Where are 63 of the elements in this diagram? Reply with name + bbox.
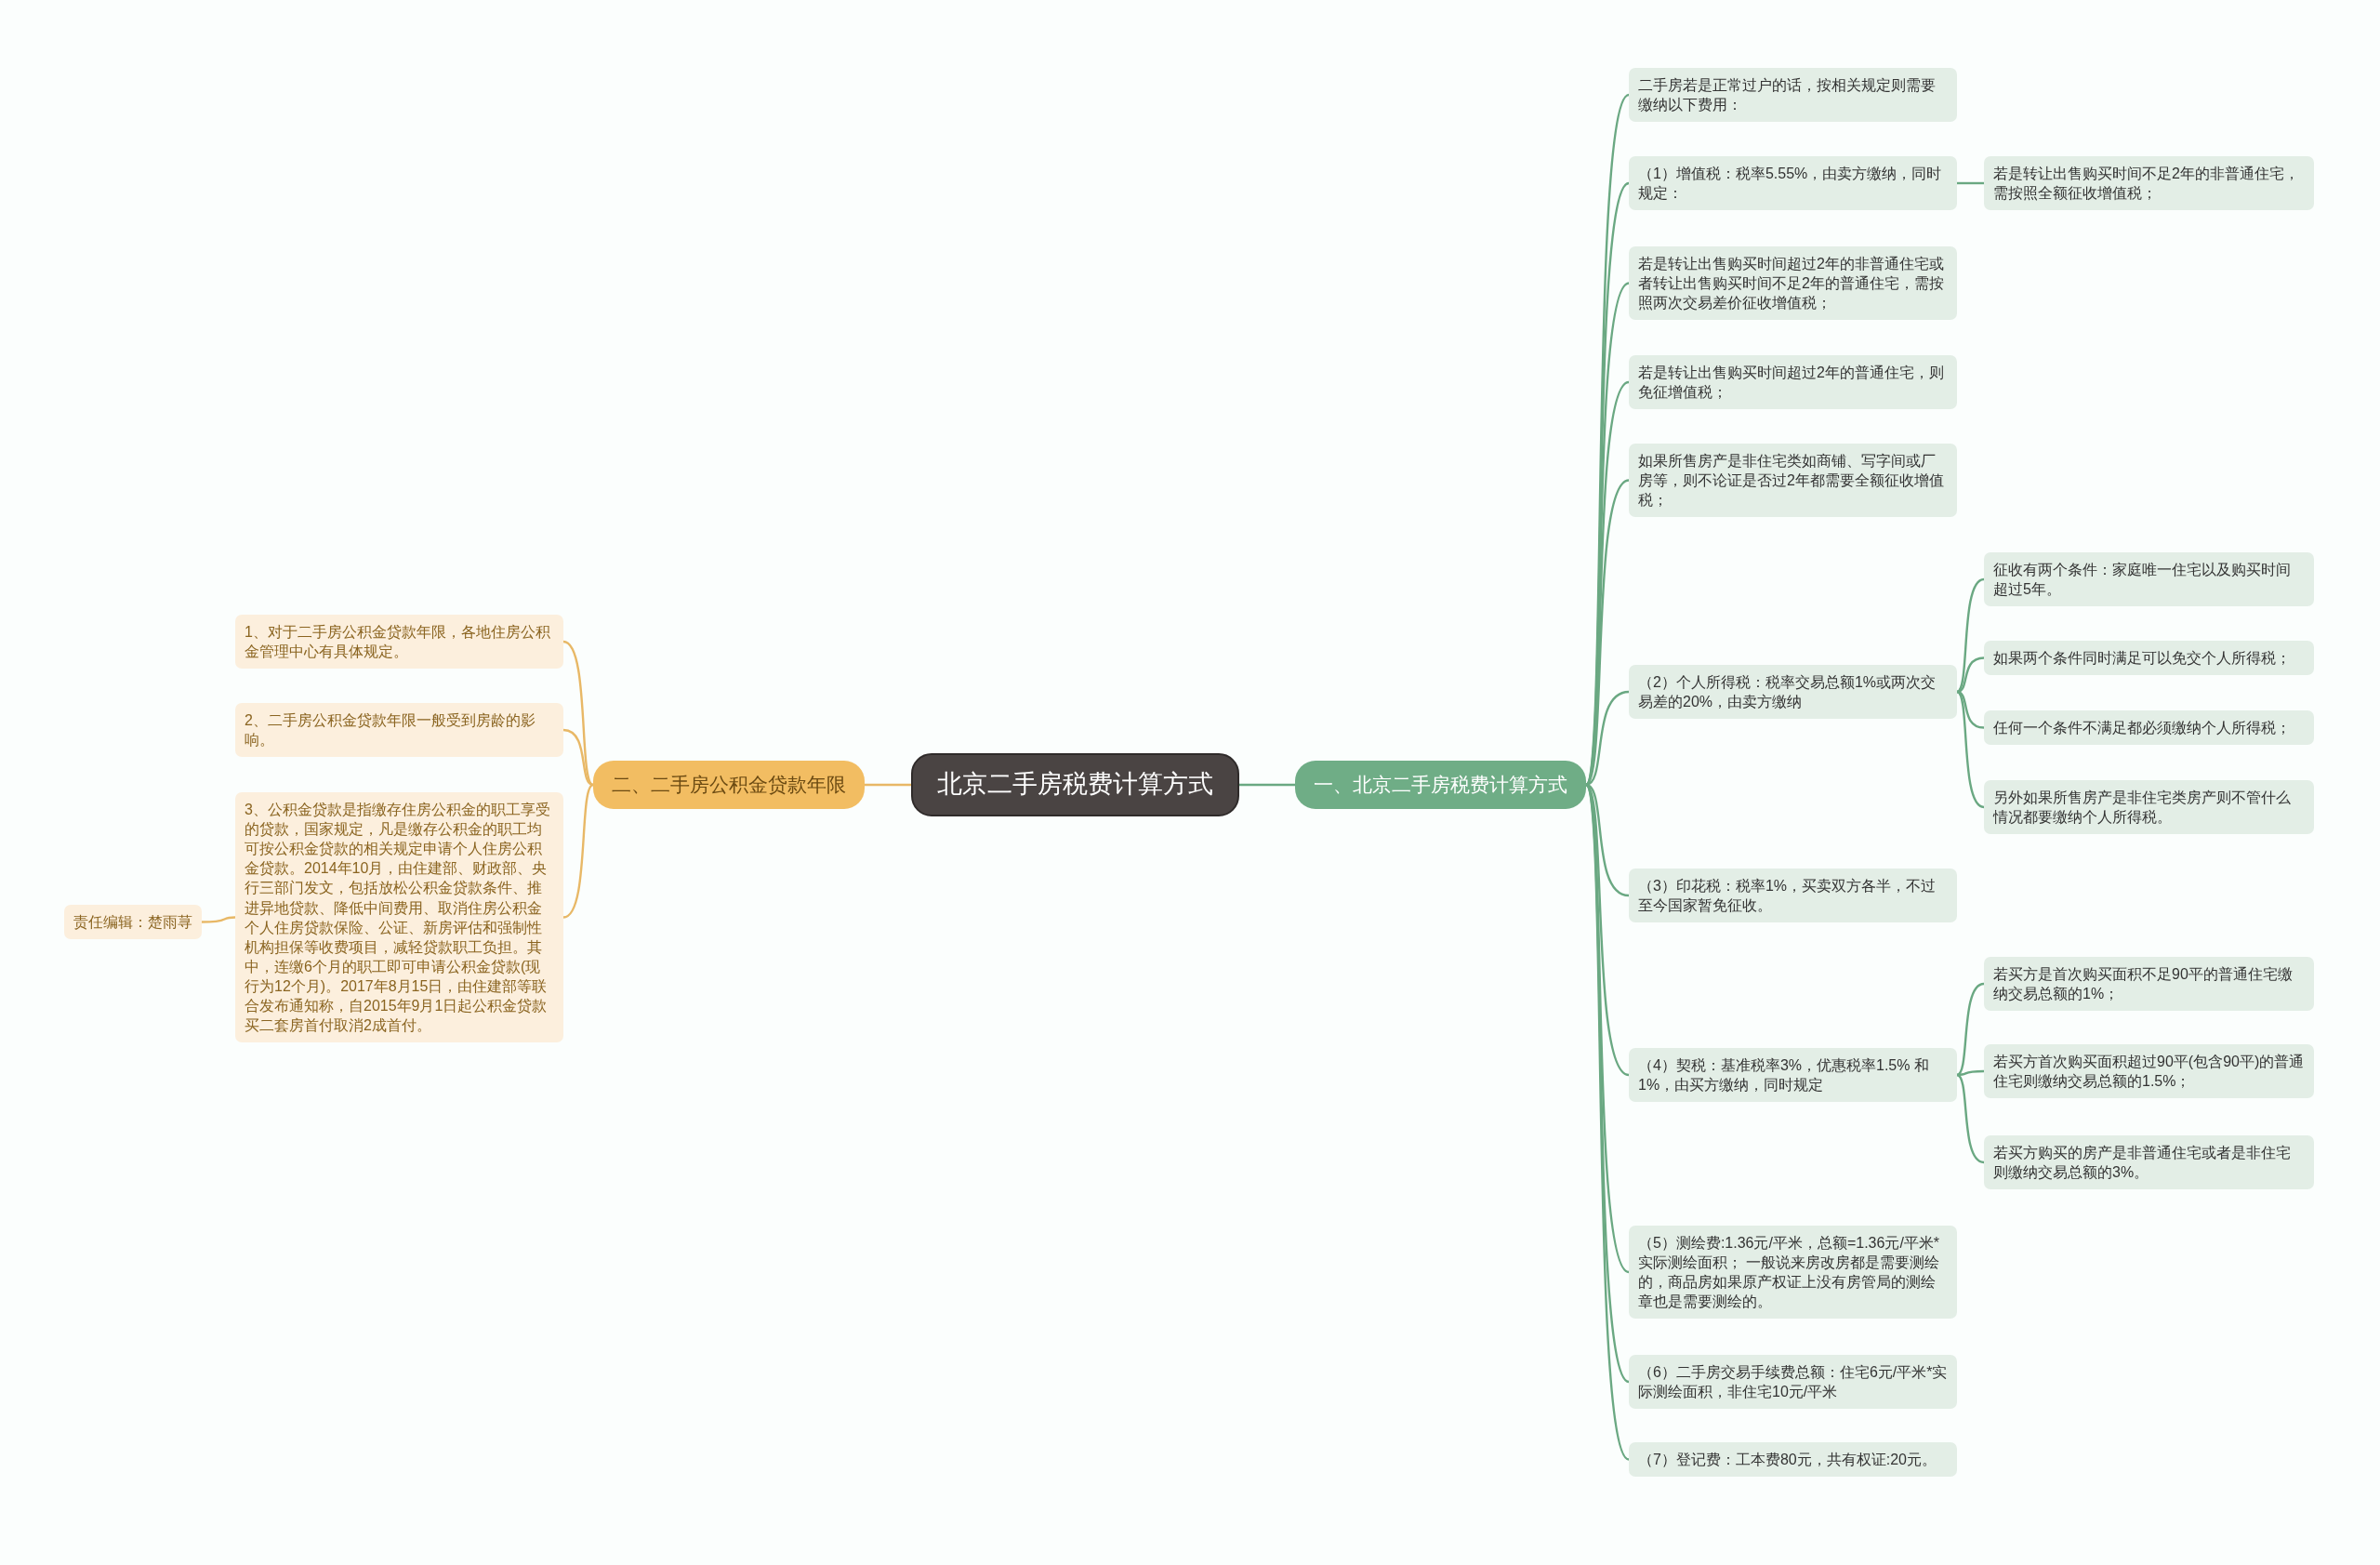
connector-line	[865, 783, 911, 787]
topic-text: 征收有两个条件：家庭唯一住宅以及购买时间超过5年。	[1993, 561, 2292, 600]
topic-box	[1629, 68, 1957, 123]
topic-text: 若是转让出售购买时间超过2年的普通住宅，则免征增值税；	[1638, 364, 1945, 403]
topic-box	[1629, 665, 1957, 720]
topic-text: 责任编辑：楚雨荨	[73, 913, 192, 932]
connector-line	[1956, 1073, 1985, 1164]
topic-box	[1629, 1048, 1957, 1103]
topic-text: 3、公积金贷款是指缴存住房公积金的职工享受的贷款，国家规定，凡是缴存公积金的职工均可按公积金贷款的相关规定申请个人住房公积金贷款。2014年10月，由住建部、财政部、央行三部门发文，包括放松公积金贷款条件、推进异地贷款、降低中间费用、取消住房公积金个人住房贷款保险、公证、新房评估和强制性机构担保等收费项目，减轻贷款职工负担。其中，连缴6个月的职工即可申请公积金贷款(现行为12个月)。2017年8月15日，由住建部等联合发布通知称，自2015年9月1日起公积金贷款买二套房首付取消2成首付。	[245, 801, 551, 1036]
topic-text: 若是转让出售购买时间超过2年的非普通住宅或者转让出售购买时间不足2年的普通住宅，需按照两次交易差价征收增值税；	[1638, 255, 1945, 313]
topic-box	[1984, 1044, 2314, 1099]
topic-box	[1984, 156, 2314, 211]
branch-topic	[593, 761, 865, 809]
topic-box	[1629, 869, 1957, 923]
topic-text: 北京二手房税费计算方式	[937, 769, 1213, 800]
topic-box	[64, 905, 202, 940]
topic-box	[1629, 1355, 1957, 1410]
connector-line	[562, 784, 594, 919]
connector-line	[1956, 982, 1985, 1077]
topic-box	[235, 615, 563, 670]
topic-box	[1984, 957, 2314, 1012]
connector-line	[562, 640, 594, 786]
topic-box	[1629, 246, 1957, 321]
topic-text: 2、二手房公积金贷款年限一般受到房龄的影响。	[245, 711, 536, 750]
topic-text: 任何一个条件不满足都必须缴纳个人所得税；	[1993, 719, 2292, 737]
central-topic	[911, 753, 1239, 816]
topic-box	[1984, 1135, 2314, 1190]
branch-topic	[1295, 761, 1586, 809]
connector-line	[562, 728, 594, 787]
connector-line	[1239, 783, 1295, 787]
topic-text: 另外如果所售房产是非住宅类房产则不管什么情况都要缴纳个人所得税。	[1993, 789, 2292, 828]
topic-text: （1）增值税：税率5.55%，由卖方缴纳，同时规定：	[1638, 165, 1943, 204]
topic-text: 1、对于二手房公积金贷款年限，各地住房公积金管理中心有具体规定。	[245, 623, 551, 662]
topic-text: 二、二手房公积金贷款年限	[612, 773, 846, 797]
topic-text: （5）测绘费:1.36元/平米，总额=1.36元/平米*实际测绘面积； 一般说来房改房都是需要测绘的，商品房如果原产权证上没有房管局的测绘章也是需要测绘的。	[1638, 1234, 1941, 1312]
topic-box	[1629, 1442, 1957, 1478]
topic-box	[1984, 641, 2314, 676]
topic-text: （7）登记费：工本费80元，共有权证:20元。	[1638, 1451, 1937, 1469]
connector-line	[1957, 181, 1984, 185]
connector-line	[1956, 577, 1985, 693]
topic-text: （6）二手房交易手续费总额：住宅6元/平米*实际测绘面积，非住宅10元/平米	[1638, 1363, 1948, 1402]
topic-box	[1629, 444, 1957, 518]
connector-line	[1584, 784, 1630, 1273]
topic-text: 一、北京二手房税费计算方式	[1314, 773, 1567, 797]
topic-box	[1984, 780, 2314, 835]
connector-line	[1956, 691, 1985, 809]
topic-text: 若买方是首次购买面积不足90平的普通住宅缴纳交易总额的1%；	[1993, 965, 2294, 1004]
topic-text: 如果所售房产是非住宅类如商铺、写字间或厂房等，则不论证是否过2年都需要全额征收增值税；	[1638, 452, 1945, 511]
topic-text: 二手房若是正常过户的话，按相关规定则需要缴纳以下费用：	[1638, 76, 1937, 115]
topic-box	[1629, 1226, 1957, 1320]
topic-box	[1629, 156, 1957, 211]
topic-text: （3）印花税：税率1%，买卖双方各半，不过至今国家暂免征收。	[1638, 877, 1937, 916]
topic-text: 若买方购买的房产是非普通住宅或者是非住宅则缴纳交易总额的3%。	[1993, 1144, 2292, 1183]
topic-box	[1984, 552, 2314, 607]
topic-text: （2）个人所得税：税率交易总额1%或两次交易差的20%，由卖方缴纳	[1638, 673, 1937, 712]
topic-text: 若是转让出售购买时间不足2年的非普通住宅，需按照全额征收增值税；	[1993, 165, 2300, 204]
topic-text: （4）契税：基准税率3%，优惠税率1.5% 和1%，由买方缴纳，同时规定	[1638, 1056, 1930, 1095]
topic-text: 如果两个条件同时满足可以免交个人所得税；	[1993, 649, 2292, 668]
topic-box	[235, 703, 563, 758]
topic-text: 若买方首次购买面积超过90平(包含90平)的普通住宅则缴纳交易总额的1.5%；	[1993, 1053, 2305, 1092]
connector-line	[202, 916, 236, 923]
topic-box	[1984, 710, 2314, 746]
topic-box	[1629, 355, 1957, 410]
